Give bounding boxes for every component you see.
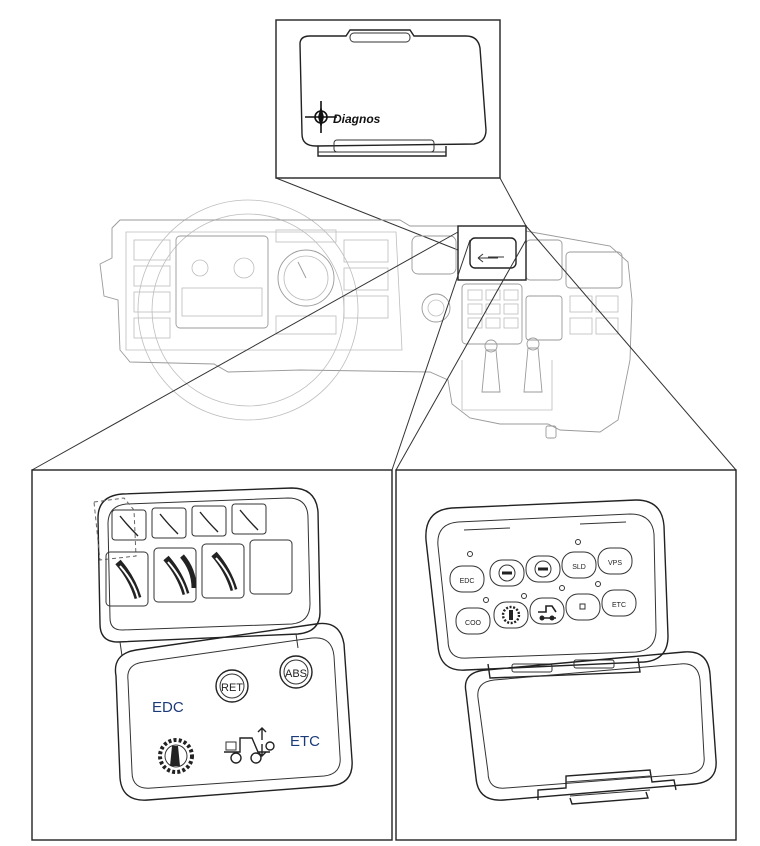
edc-button-label: EDC [460,578,475,585]
fuse-holder-2 [153,547,197,603]
lid-latch [537,769,677,800]
gear-dial-icon [158,738,194,774]
fuse-holder-4 [249,539,293,595]
connector-lid [464,651,717,801]
fuse-holder-1 [105,551,149,607]
cover-top-tab [349,32,411,43]
right-panel: EDC SLD VPS COO ETC [395,469,737,841]
left-callout-line-a [31,231,459,471]
speedometer [277,249,335,307]
top-callout-line-right [499,177,527,227]
top-inset: Diagnos [275,19,501,179]
ret-label: RET [221,682,243,694]
etc-label: ETC [290,733,320,750]
socket-cover-in-dash [469,237,517,269]
lift-axle-icon [224,727,275,764]
vps-button-label: VPS [608,560,622,567]
left-callout-line-b [391,239,471,471]
fuse-holder-housing [97,487,321,643]
diagnos-logo-icon [305,101,337,133]
right-callout-line-b [395,239,527,471]
ret-indicator-icon: RET [215,669,249,703]
etc-button-label: ETC [612,602,626,609]
left-panel-frame [31,469,393,841]
dashboard-overview [99,199,633,439]
instrument-cluster [175,235,269,329]
indicator-panel [114,622,353,801]
connector-housing [425,499,669,671]
diagnostic-cover [299,29,487,147]
steering-wheel [137,199,359,421]
coo-button-label: COO [465,620,482,627]
top-callout-line-left [275,177,459,251]
diagnos-logo-text: Diagnos [333,112,381,126]
abs-indicator-icon: ABS [279,655,313,689]
sld-button-label: SLD [572,564,586,571]
top-inset-frame [275,19,501,179]
connector-button-grid: EDC SLD VPS COO ETC [449,547,637,635]
cover-hinge [317,146,447,157]
right-callout-line-a [525,225,737,471]
edc-label: EDC [152,699,184,716]
left-panel: EDC RET ABS ETC [31,469,393,841]
abs-label: ABS [285,668,307,680]
fuse-holder-3 [201,543,245,599]
cover-latch [333,139,435,153]
